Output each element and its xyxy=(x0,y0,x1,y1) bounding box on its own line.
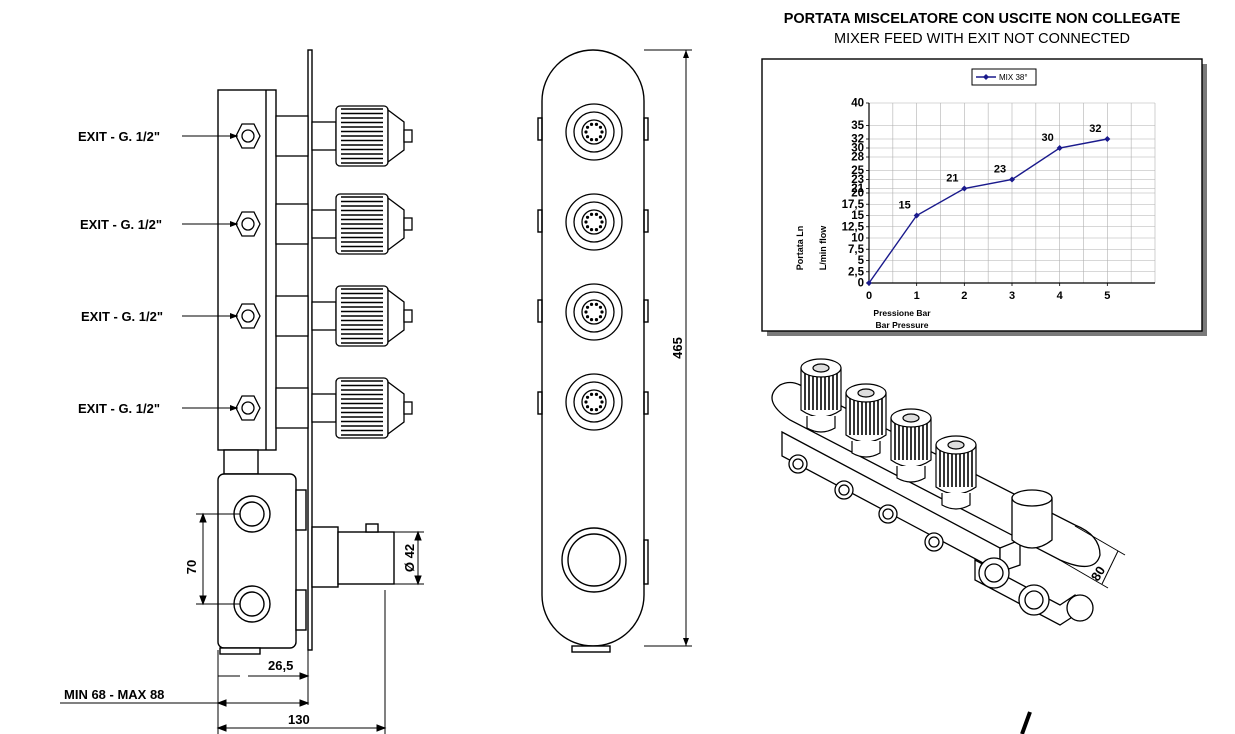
y-tick-label: 40 xyxy=(851,98,864,110)
chart-title: PORTATA MISCELATORE CON USCITE NON COLLE… xyxy=(784,11,1181,27)
y-tick-label: 15 xyxy=(851,210,864,222)
side-valves xyxy=(235,105,413,439)
x-tick-label: 2 xyxy=(961,290,967,302)
side-valve xyxy=(235,193,413,255)
chart-ylabel-1: Portata Ln xyxy=(795,226,805,271)
y-tick-label: 7,5 xyxy=(848,244,865,256)
front-thermostat-knob xyxy=(561,527,627,593)
data-point xyxy=(913,212,920,219)
dim-130: 130 xyxy=(288,712,310,727)
side-valve-handle xyxy=(335,285,413,347)
side-valve-handle xyxy=(335,377,413,439)
y-tick-label: 21 xyxy=(851,183,864,195)
front-valve-knob xyxy=(565,193,623,251)
chart-legend: MIX 38° xyxy=(971,68,1037,86)
exit-label-3: EXIT - G. 1/2" xyxy=(81,309,163,324)
iso-mixer-nut xyxy=(1066,594,1094,622)
side-valve-handle xyxy=(335,193,413,255)
side-valve xyxy=(235,105,413,167)
y-tick-label: 25 xyxy=(851,165,864,177)
data-label: 23 xyxy=(994,164,1006,176)
x-tick-label: 4 xyxy=(1057,290,1064,302)
exit-label-2: EXIT - G. 1/2" xyxy=(80,217,162,232)
brand-mark-fragment xyxy=(1020,711,1032,734)
y-tick-label: 17,5 xyxy=(842,199,865,211)
x-tick-label: 1 xyxy=(914,290,920,302)
iso-valve-knob xyxy=(935,435,977,510)
wall-plate xyxy=(307,49,313,651)
y-tick-label: 32 xyxy=(851,134,864,146)
dim-70: 70 xyxy=(184,560,199,574)
iso-thermostat-knob xyxy=(1011,497,1053,549)
front-valve-knob xyxy=(565,283,623,341)
iso-valve-knob xyxy=(845,383,887,458)
x-tick-label: 3 xyxy=(1009,290,1015,302)
side-valve xyxy=(235,285,413,347)
front-view xyxy=(537,49,692,653)
y-tick-label: 30 xyxy=(851,143,864,155)
data-point xyxy=(961,185,968,192)
data-label: 32 xyxy=(1089,123,1101,135)
y-tick-label: 0 xyxy=(858,278,864,290)
data-point xyxy=(1009,176,1015,183)
thermostat-cartridge xyxy=(337,531,395,585)
front-knobs xyxy=(565,103,623,431)
series-line xyxy=(868,138,1108,284)
dim-diameter-42: Ø 42 xyxy=(402,544,417,572)
exit-label-4: EXIT - G. 1/2" xyxy=(78,401,160,416)
data-point xyxy=(866,280,872,286)
legend-label: MIX 38° xyxy=(999,73,1028,82)
data-label: 21 xyxy=(946,173,958,185)
side-valve-handle xyxy=(335,105,413,167)
chart-subtitle: MIXER FEED WITH EXIT NOT CONNECTED xyxy=(834,31,1130,47)
x-tick-label: 0 xyxy=(866,290,872,302)
y-tick-label: 35 xyxy=(851,120,864,132)
y-tick-label: 20 xyxy=(851,188,864,200)
exit-labels: EXIT - G. 1/2" EXIT - G. 1/2" EXIT - G. … xyxy=(78,129,238,416)
exit-label-1: EXIT - G. 1/2" xyxy=(78,129,160,144)
iso-knobs xyxy=(800,358,977,510)
front-valve-knob xyxy=(565,373,623,431)
dim-80: 80 xyxy=(1088,563,1108,583)
chart-xlabel-2: Bar Pressure xyxy=(876,320,929,330)
iso-valve-knob xyxy=(890,408,932,483)
y-tick-label: 2,5 xyxy=(848,266,865,278)
chart-ylabel-2: L/min flow xyxy=(818,225,828,270)
y-tick-label: 5 xyxy=(858,255,865,267)
front-valve-knob xyxy=(565,103,623,161)
manifold-stem xyxy=(223,449,259,475)
dim-465: 465 xyxy=(670,337,685,359)
iso-valve-knob xyxy=(800,358,842,433)
chart-series: 15 21 23 30 32 xyxy=(866,123,1111,286)
data-point xyxy=(1056,145,1063,151)
side-valve xyxy=(235,377,413,439)
data-point xyxy=(1104,136,1111,142)
dim-26-5: 26,5 xyxy=(268,658,293,673)
dim-min-max: MIN 68 - MAX 88 xyxy=(64,687,164,702)
x-tick-label: 5 xyxy=(1104,290,1110,302)
side-dimensions xyxy=(60,512,424,734)
y-tick-label: 28 xyxy=(851,152,864,164)
data-label: 30 xyxy=(1042,132,1054,144)
data-label: 15 xyxy=(899,200,911,212)
y-tick-label: 10 xyxy=(851,233,864,245)
chart-frame xyxy=(761,58,1203,332)
y-tick-label: 23 xyxy=(851,174,864,186)
chart-xlabel-1: Pressione Bar xyxy=(873,308,931,318)
y-tick-label: 12,5 xyxy=(842,221,865,233)
